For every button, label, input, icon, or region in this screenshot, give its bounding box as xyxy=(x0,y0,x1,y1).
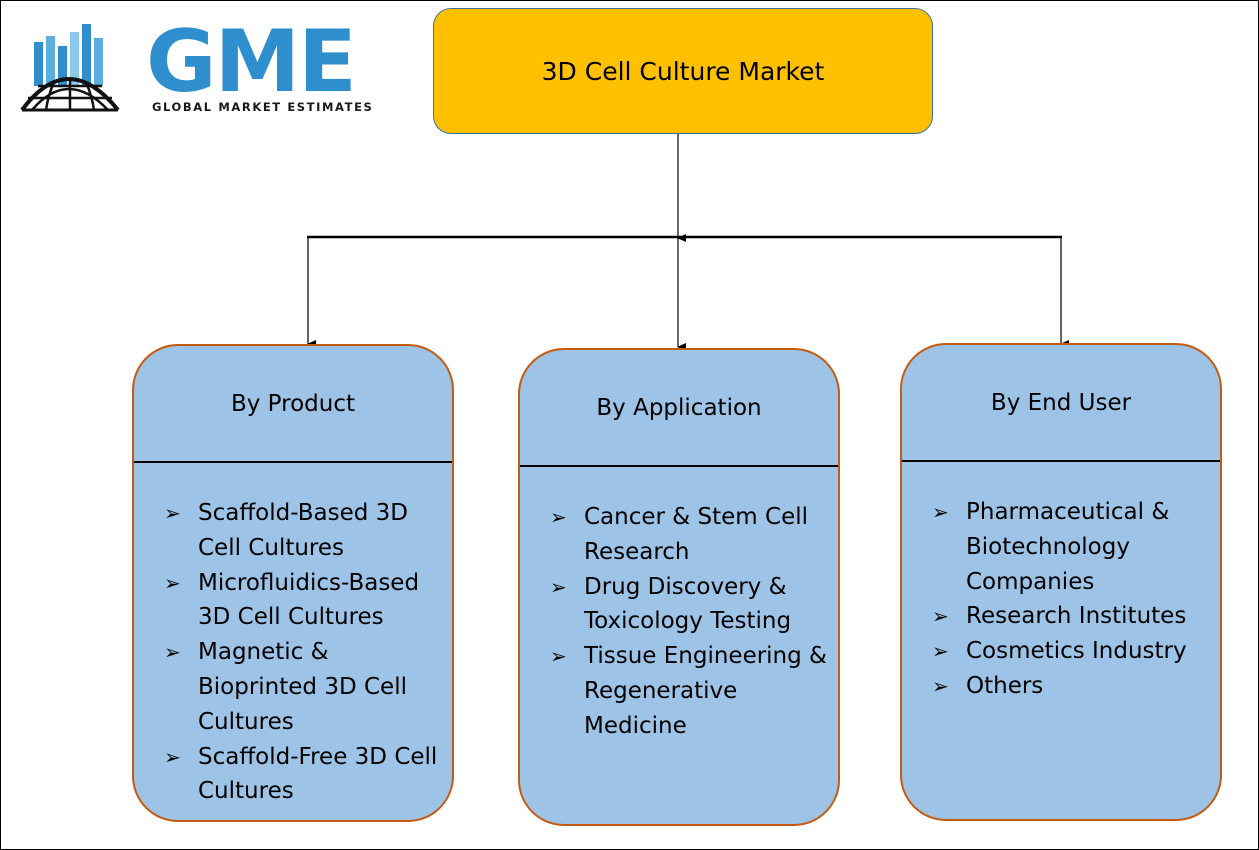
arrowhead-bullet-icon: ➢ xyxy=(932,639,949,664)
category-card-end-user: By End User ➢Pharmaceutical & Biotechnol… xyxy=(900,343,1222,821)
list-item: ➢Scaffold-Based 3D Cell Cultures xyxy=(160,496,442,566)
arrowhead-bullet-icon: ➢ xyxy=(164,570,181,595)
list-item: ➢Scaffold-Free 3D Cell Cultures xyxy=(160,740,442,810)
category-title: By End User xyxy=(990,390,1132,416)
list-item: ➢Magnetic & Bioprinted 3D Cell Cultures xyxy=(160,635,442,739)
category-title: By Application xyxy=(596,395,762,421)
list-item: ➢Pharmaceutical & Biotechnology Companie… xyxy=(928,495,1210,599)
list-item: ➢Microfluidics-Based 3D Cell Cultures xyxy=(160,566,442,636)
list-item: ➢Others xyxy=(928,669,1210,704)
category-card-application: By Application ➢Cancer & Stem Cell Resea… xyxy=(518,348,840,826)
category-item-list: ➢Cancer & Stem Cell Research ➢Drug Disco… xyxy=(546,500,828,744)
category-item-list: ➢Scaffold-Based 3D Cell Cultures ➢Microf… xyxy=(160,496,442,809)
logo-brand: GME xyxy=(146,12,357,112)
card-divider xyxy=(134,461,452,463)
arrowhead-bullet-icon: ➢ xyxy=(164,501,181,525)
category-title: By Product xyxy=(230,391,356,417)
arrowhead-bullet-icon: ➢ xyxy=(550,505,567,529)
arrowhead-bullet-icon: ➢ xyxy=(550,574,567,599)
globe-bars-icon xyxy=(20,24,120,112)
arrowhead-bullet-icon: ➢ xyxy=(164,744,181,769)
logo-tagline: GLOBAL MARKET ESTIMATES xyxy=(152,100,374,114)
gme-logo: GME GLOBAL MARKET ESTIMATES xyxy=(18,18,398,118)
card-divider xyxy=(520,465,838,467)
arrowhead-bullet-icon: ➢ xyxy=(932,604,949,629)
category-card-product: By Product ➢Scaffold-Based 3D Cell Cultu… xyxy=(132,344,454,822)
list-item: ➢Research Institutes xyxy=(928,599,1210,634)
arrowhead-bullet-icon: ➢ xyxy=(932,500,949,524)
card-divider xyxy=(902,460,1220,462)
list-item: ➢Cancer & Stem Cell Research xyxy=(546,500,828,570)
list-item: ➢Tissue Engineering & Regenerative Medic… xyxy=(546,639,828,743)
root-node: 3D Cell Culture Market xyxy=(433,8,933,134)
root-label: 3D Cell Culture Market xyxy=(541,56,825,86)
arrowhead-bullet-icon: ➢ xyxy=(550,644,567,669)
list-item: ➢Cosmetics Industry xyxy=(928,634,1210,669)
list-item: ➢Drug Discovery & Toxicology Testing xyxy=(546,570,828,640)
arrowhead-bullet-icon: ➢ xyxy=(164,640,181,665)
arrowhead-bullet-icon: ➢ xyxy=(932,673,949,698)
category-item-list: ➢Pharmaceutical & Biotechnology Companie… xyxy=(928,495,1210,704)
